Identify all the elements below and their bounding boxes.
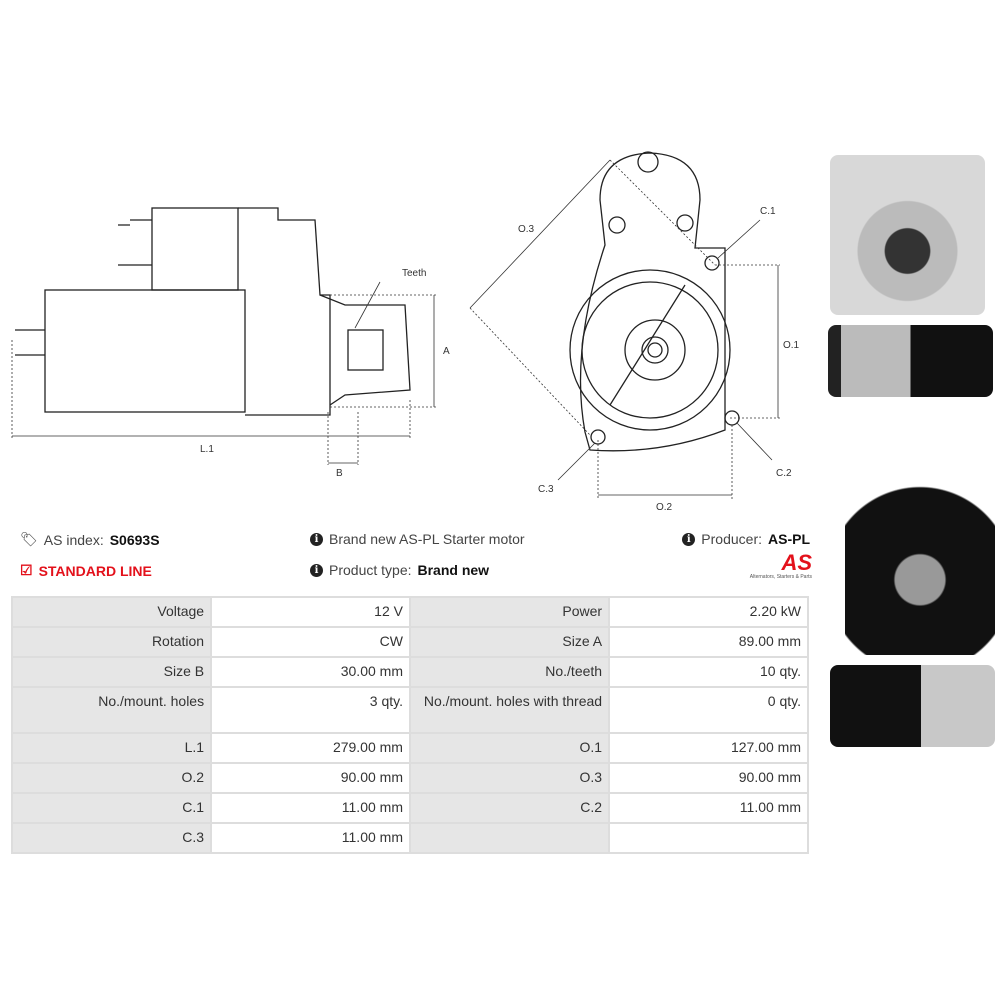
label-b: B (336, 468, 343, 479)
label-a: A (443, 346, 450, 357)
producer: i Producer: AS-PL (682, 531, 810, 547)
spec-label: C.2 (410, 794, 609, 822)
spec-label: O.3 (410, 764, 609, 792)
logo-text: AS (781, 550, 812, 575)
logo-tagline: Alternators, Starters & Parts (749, 574, 812, 580)
producer-value: AS-PL (768, 531, 810, 547)
label-c1: C.1 (760, 206, 776, 217)
spec-value: 90.00 mm (212, 764, 409, 792)
info-icon: i (310, 563, 323, 577)
info-icon: i (682, 532, 696, 546)
spec-value: CW (212, 628, 409, 656)
description: i Brand new AS-PL Starter motor (310, 531, 525, 547)
label-teeth: Teeth (402, 268, 426, 279)
standard-line-badge: ☑ STANDARD LINE (20, 562, 152, 579)
description-text: Brand new AS-PL Starter motor (329, 531, 525, 547)
spec-value: 30.00 mm (212, 658, 409, 686)
spec-label: Voltage (13, 598, 211, 626)
label-o2: O.2 (656, 502, 673, 513)
spec-label: Size B (13, 658, 211, 686)
as-index-label: AS index: (43, 531, 104, 548)
spec-value: 11.00 mm (212, 794, 409, 822)
info-icon: i (310, 532, 323, 546)
spec-label: No./mount. holes (13, 688, 211, 732)
spec-value: 127.00 mm (610, 734, 807, 762)
front-view-drawing: O.3 C.1 O.1 C.2 C.3 O.2 (469, 151, 800, 513)
spec-value: 2.20 kW (610, 598, 807, 626)
checkbox-icon: ☑ (20, 562, 33, 578)
spec-value: 10 qty. (610, 658, 807, 686)
spec-label: Power (410, 598, 609, 626)
product-type: i Product type: Brand new (310, 562, 489, 578)
label-o3: O.3 (518, 224, 535, 235)
spec-label: O.2 (13, 764, 211, 792)
spec-label: O.1 (410, 734, 609, 762)
product-photo-angle[interactable] (830, 665, 995, 747)
product-type-value: Brand new (417, 562, 490, 578)
spec-label: Size A (410, 628, 609, 656)
spec-value: 89.00 mm (610, 628, 807, 656)
product-photo-side[interactable] (828, 325, 993, 397)
label-c2: C.2 (776, 468, 792, 479)
spec-value: 279.00 mm (212, 734, 409, 762)
spec-value (610, 824, 807, 852)
spec-label: C.3 (13, 824, 211, 852)
spec-value: 11.00 mm (610, 794, 807, 822)
label-c3: C.3 (538, 484, 554, 495)
tag-icon: 🏷 (20, 531, 38, 547)
as-index: 🏷 AS index: S0693S (20, 531, 160, 548)
spec-value: 11.00 mm (212, 824, 409, 852)
spec-value: 3 qty. (212, 688, 409, 732)
as-pl-logo: AS Alternators, Starters & Parts (730, 550, 812, 581)
spec-label: No./mount. holes with thread (410, 688, 609, 732)
producer-label: Producer: (701, 531, 762, 547)
product-photo-front[interactable] (830, 155, 985, 315)
spec-label: L.1 (13, 734, 211, 762)
spec-label: Rotation (13, 628, 211, 656)
spec-label: No./teeth (410, 658, 609, 686)
spec-value: 90.00 mm (610, 764, 807, 792)
spec-value: 12 V (212, 598, 409, 626)
spec-label (410, 824, 609, 852)
label-l1: L.1 (200, 444, 214, 455)
spec-label: C.1 (13, 794, 211, 822)
label-o1: O.1 (783, 340, 800, 351)
line-label: STANDARD LINE (38, 562, 152, 579)
as-index-value: S0693S (109, 531, 160, 548)
side-view-drawing: Teeth A B L.1 (11, 207, 450, 479)
spec-value: 0 qty. (610, 688, 807, 732)
product-photo-rear[interactable] (845, 420, 995, 655)
product-type-label: Product type: (329, 562, 412, 578)
